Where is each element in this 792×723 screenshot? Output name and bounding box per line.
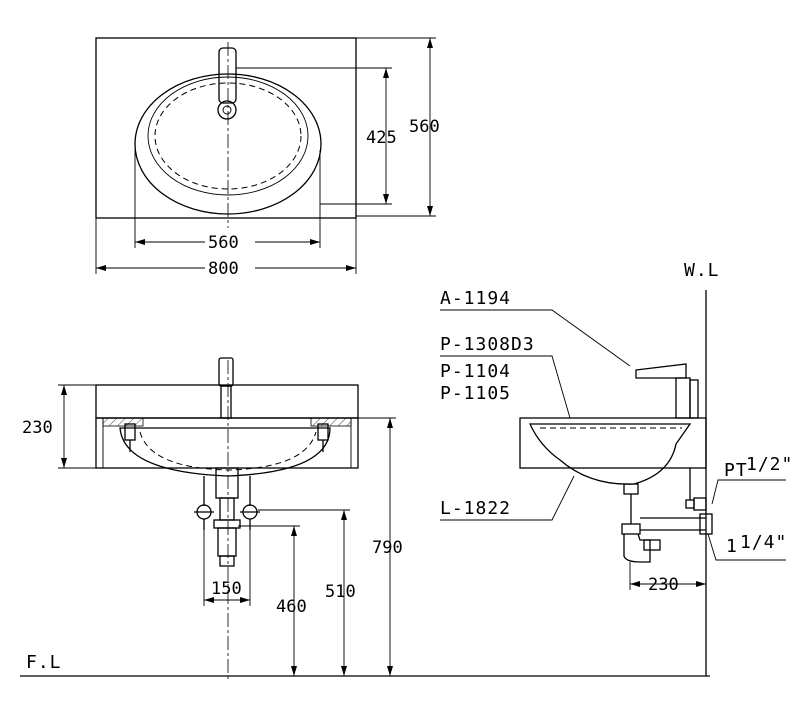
fixing-bolt-right	[317, 423, 329, 452]
skirt-inner-right	[350, 417, 359, 469]
part-label-faucet: A-1194	[440, 288, 511, 309]
dim-drain-height-1: 460	[238, 525, 307, 676]
part-label-4: P-1105	[440, 383, 511, 404]
dim-460-text: 460	[276, 597, 307, 617]
dim-230-front-text: 230	[22, 418, 53, 438]
p-trap	[623, 533, 651, 563]
basin-bowl-dashed	[154, 82, 302, 190]
faucet-front	[218, 357, 234, 419]
dim-rim-height: 790	[358, 417, 403, 676]
drain-body	[215, 467, 239, 499]
dim-790-text: 790	[372, 538, 403, 558]
basin-bowl-side	[528, 423, 692, 485]
floor-label: F.L	[26, 652, 62, 673]
dim-counter-height: 230	[22, 384, 96, 469]
trap-size-frac: 1/4"	[740, 532, 787, 553]
dim-150-text: 150	[211, 579, 242, 599]
dim-basin-depth: 425	[236, 67, 397, 205]
dim-counter-depth: 560	[356, 37, 440, 217]
dim-560v-text: 560	[409, 117, 440, 137]
counter-slab-front	[95, 384, 359, 419]
dim-560h-text: 560	[208, 233, 239, 253]
dim-counter-width: 800	[95, 218, 357, 279]
part-label-basin: L-1822	[440, 498, 511, 519]
dim-510-text: 510	[325, 582, 356, 602]
basin-bowl-front	[119, 427, 331, 477]
skirt-inner-left	[95, 417, 104, 469]
dim-425-text: 425	[366, 128, 397, 148]
part-label-3: P-1104	[440, 361, 511, 382]
dim-230-side-text: 230	[648, 575, 679, 595]
side-view: W.L A-1194 P-1308D3 P-1104 P-1105	[440, 260, 792, 676]
hatch-right	[310, 417, 352, 427]
wall-label: W.L	[684, 260, 720, 281]
dim-basin-width: 560	[134, 150, 321, 253]
dim-drain-spacing: 150	[203, 530, 251, 606]
hatch-left	[102, 417, 144, 427]
counter-outline-top	[95, 37, 357, 219]
supply-valve-right	[240, 476, 260, 530]
pt-size: 1/2"	[746, 454, 792, 475]
top-view: 425 560 560 800	[95, 37, 440, 279]
supply-valve-left	[194, 476, 214, 530]
faucet-top-view	[217, 47, 237, 120]
trap-size-whole: 1	[726, 536, 738, 557]
counter-slab-side	[519, 417, 707, 469]
dim-wall-distance: 230	[629, 562, 706, 595]
part-label-2: P-1308D3	[440, 334, 535, 355]
dim-800-text: 800	[208, 259, 239, 279]
floor-line: F.L	[20, 652, 710, 677]
front-view: 230 150 460 510	[22, 357, 403, 680]
pt-prefix: PT	[724, 460, 748, 481]
faucet-side	[635, 363, 699, 419]
fixing-bolt-left	[124, 423, 136, 452]
dim-drain-height-2: 510	[258, 509, 356, 676]
